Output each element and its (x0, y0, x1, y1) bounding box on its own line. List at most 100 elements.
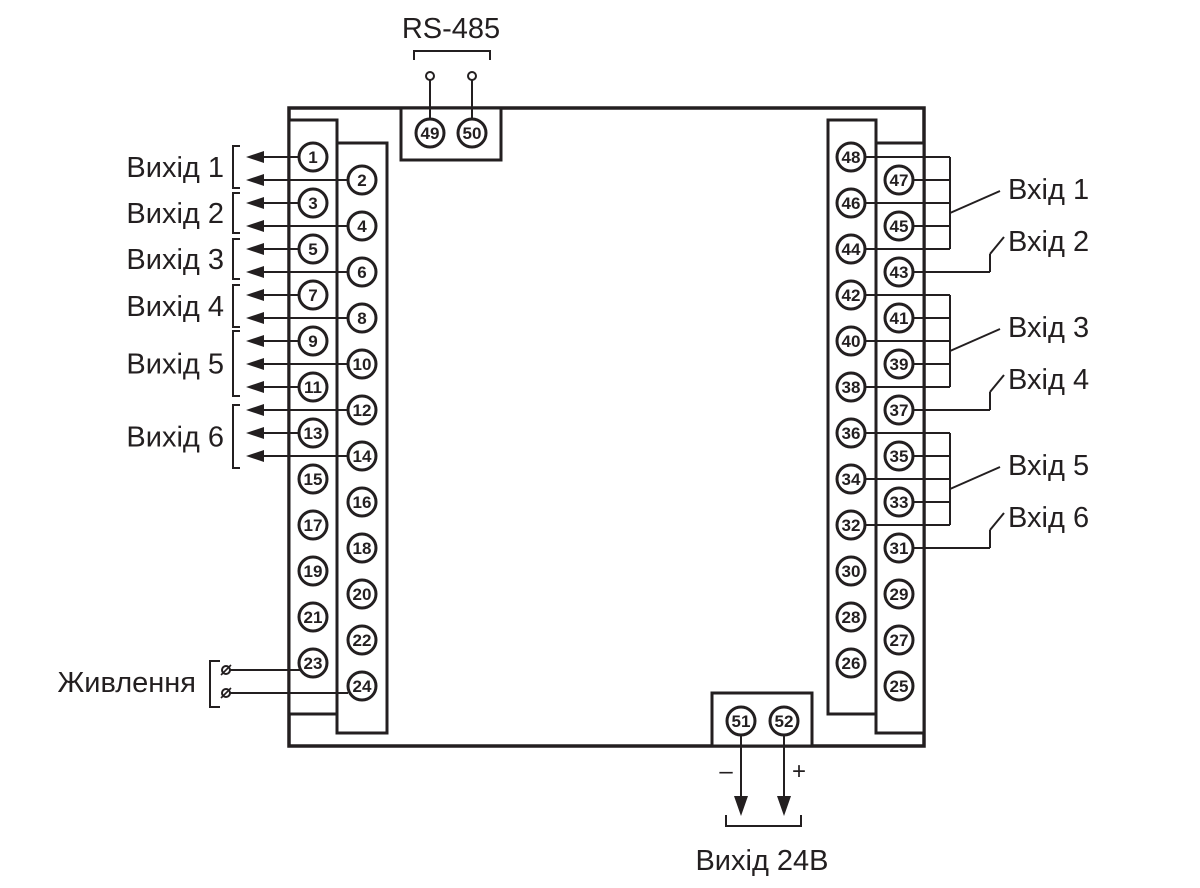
svg-text:50: 50 (463, 124, 482, 143)
terminal: 32 (835, 509, 867, 541)
terminal: 5 (297, 233, 329, 265)
output-arrow-icon (246, 358, 264, 370)
terminal: 39 (883, 348, 915, 380)
svg-text:11: 11 (304, 378, 322, 397)
svg-text:41: 41 (890, 309, 909, 328)
output-arrow-icon (246, 151, 264, 163)
input-label: Вхід 5 (1008, 450, 1089, 482)
svg-text:12: 12 (353, 401, 372, 420)
svg-text:43: 43 (890, 263, 909, 282)
output-bracket (232, 238, 240, 280)
input-label: Вхід 2 (1008, 226, 1089, 258)
output-label: Вихід 2 (126, 198, 224, 230)
output-arrow-icon (246, 427, 264, 439)
terminal: 13 (297, 417, 329, 449)
out24v-minus-arrow-icon (734, 796, 748, 816)
svg-text:20: 20 (353, 585, 372, 604)
input-label: Вхід 3 (1008, 312, 1089, 344)
terminal: 1 (297, 141, 329, 173)
terminal: 41 (883, 302, 915, 334)
terminal: 4 (346, 210, 378, 242)
output-arrow-icon (246, 243, 264, 255)
output-label: Вихід 3 (126, 244, 224, 276)
svg-text:49: 49 (421, 124, 440, 143)
terminal: 24 (346, 670, 378, 702)
svg-text:5: 5 (308, 240, 317, 259)
output-bracket (232, 192, 240, 234)
input-wires (865, 156, 1005, 549)
svg-text:37: 37 (890, 401, 909, 420)
svg-text:4: 4 (357, 217, 367, 236)
terminal: 12 (346, 394, 378, 426)
svg-text:30: 30 (842, 562, 861, 581)
terminal: 15 (297, 463, 329, 495)
plus-sign: + (792, 758, 806, 785)
svg-text:2: 2 (357, 171, 366, 190)
output-bracket (232, 145, 240, 189)
svg-text:46: 46 (842, 194, 861, 213)
output-arrow-icon (246, 289, 264, 301)
svg-text:19: 19 (304, 562, 323, 581)
svg-text:44: 44 (842, 240, 861, 259)
output-arrow-icon (246, 404, 264, 416)
terminal: 43 (883, 256, 915, 288)
output-arrow-icon (246, 335, 264, 347)
out24v-label: Вихід 24В (695, 845, 828, 877)
rs485-label: RS-485 (402, 13, 500, 45)
terminal: 27 (883, 624, 915, 656)
svg-text:27: 27 (890, 631, 909, 650)
terminal: 46 (835, 187, 867, 219)
terminal: 16 (346, 486, 378, 518)
svg-text:25: 25 (890, 677, 909, 696)
input-label: Вхід 1 (1008, 174, 1089, 206)
terminal: 34 (835, 463, 867, 495)
output-arrow-icon (246, 174, 264, 186)
svg-text:33: 33 (890, 493, 909, 512)
out24v-bracket (725, 815, 802, 827)
terminal: 23 (297, 647, 329, 679)
terminal: 45 (883, 210, 915, 242)
svg-text:3: 3 (308, 194, 317, 213)
terminal: 40 (835, 325, 867, 357)
output-label: Вихід 6 (126, 422, 224, 454)
svg-text:21: 21 (304, 608, 323, 627)
terminal: 51 (725, 705, 757, 737)
svg-text:38: 38 (842, 378, 861, 397)
terminals: 1357911131517192123246810121416182022244… (297, 117, 915, 737)
terminal: 28 (835, 601, 867, 633)
output-label: Вихід 5 (126, 349, 224, 381)
terminal: 25 (883, 670, 915, 702)
terminal: 47 (883, 164, 915, 196)
terminal: 11 (297, 371, 329, 403)
terminal: 37 (883, 394, 915, 426)
terminal: 31 (883, 532, 915, 564)
input-label: Вхід 6 (1008, 502, 1089, 534)
terminal: 38 (835, 371, 867, 403)
svg-text:10: 10 (353, 355, 372, 374)
output-arrow-icon (246, 312, 264, 324)
output-arrow-icon (246, 381, 264, 393)
svg-text:32: 32 (842, 516, 861, 535)
svg-text:17: 17 (304, 516, 323, 535)
svg-text:52: 52 (775, 712, 794, 731)
svg-text:23: 23 (304, 654, 323, 673)
rs485-bracket (413, 50, 491, 60)
rs485-b-contact-icon (467, 71, 477, 81)
svg-text:6: 6 (357, 263, 366, 282)
terminal: 50 (456, 117, 488, 149)
terminal: 9 (297, 325, 329, 357)
svg-text:1: 1 (308, 148, 317, 167)
terminal: 30 (835, 555, 867, 587)
svg-text:7: 7 (308, 286, 317, 305)
terminal: 42 (835, 279, 867, 311)
output-label: Вихід 4 (126, 291, 224, 323)
svg-text:9: 9 (308, 332, 317, 351)
terminal: 52 (768, 705, 800, 737)
terminal: 7 (297, 279, 329, 311)
terminal: 2 (346, 164, 378, 196)
rs485-a-contact-icon (425, 71, 435, 81)
terminal: 19 (297, 555, 329, 587)
